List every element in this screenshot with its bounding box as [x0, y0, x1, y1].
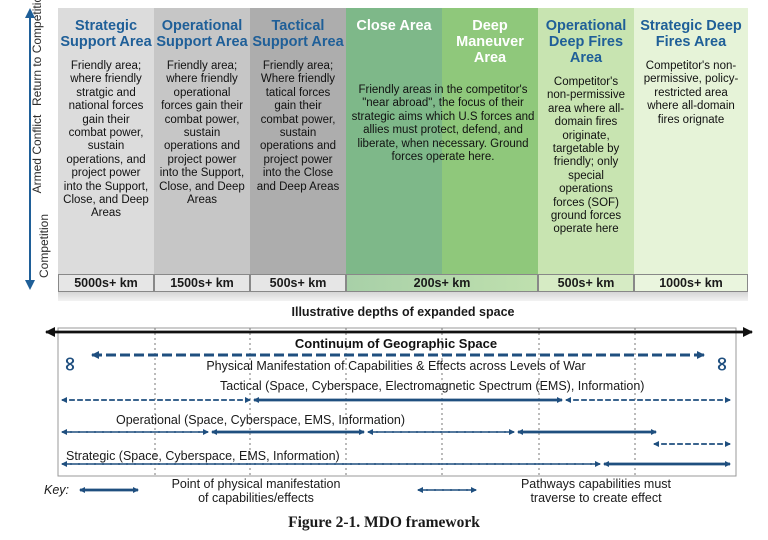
timeline-label-return: Return to Competition	[30, 0, 44, 106]
illustrative-label: Illustrative depths of expanded space	[291, 305, 515, 319]
tactical-label: Tactical (Space, Cyberspace, Electromagn…	[220, 379, 644, 393]
range-tactical-support: 500s+ km	[250, 274, 346, 292]
operational-pathway	[61, 429, 731, 447]
column-desc: Friendly area; where friendly operationa…	[159, 60, 245, 207]
column-title: Operational Deep Fires Area	[545, 18, 627, 66]
column-operational-deep-fires: Operational Deep Fires Area Competitor's…	[538, 8, 634, 274]
timeline-label-armed: Armed Conflict	[30, 114, 44, 194]
column-title: Tactical Support Area	[252, 18, 344, 50]
timeline-label-competition: Competition	[37, 213, 51, 279]
continuum-label: Continuum of Geographic Space	[295, 336, 497, 351]
area-columns: Strategic Support Area Friendly area; wh…	[58, 8, 748, 274]
column-operational-support: Operational Support Area Friendly area; …	[154, 8, 250, 274]
column-close: Close Area	[346, 8, 442, 274]
column-desc: Friendly area; Where friendly tatical fo…	[256, 60, 340, 193]
capability-pathways-diagram: Continuum of Geographic Space ∞ ∞ Physic…	[44, 327, 753, 505]
competition-timeline: Return to Competition Armed Conflict Com…	[22, 0, 52, 290]
column-strategic-deep-fires: Strategic Deep Fires Area Competitor's n…	[634, 8, 748, 274]
operational-label: Operational (Space, Cyberspace, EMS, Inf…	[116, 413, 405, 427]
column-desc: Competitor's non-permissive area where a…	[547, 76, 625, 236]
range-operational-support: 1500s+ km	[154, 274, 250, 292]
figure-caption: Figure 2-1. MDO framework	[288, 514, 480, 531]
diagram-frame	[57, 327, 737, 477]
infinity-left-icon: ∞	[59, 356, 83, 373]
timeline-arrow	[25, 8, 35, 290]
column-title: Deep Maneuver Area	[456, 18, 524, 66]
range-row: 5000s+ km 1500s+ km 500s+ km 200s+ km 50…	[58, 274, 748, 292]
column-tactical-support: Tactical Support Area Friendly area; Whe…	[250, 8, 346, 274]
column-title: Strategic Support Area	[60, 18, 152, 50]
column-deep-maneuver: Deep Maneuver Area	[442, 8, 538, 274]
physical-manifestation-label: Physical Manifestation of Capabilities &…	[206, 359, 585, 373]
strategic-label: Strategic (Space, Cyberspace, EMS, Infor…	[66, 449, 340, 463]
close-deep-desc: Friendly areas in the competitor's "near…	[351, 84, 535, 164]
range-strategic-deep-fires: 1000s+ km	[634, 274, 748, 292]
column-title: Close Area	[356, 18, 432, 34]
depth-band	[58, 292, 748, 301]
range-strategic-support: 5000s+ km	[58, 274, 154, 292]
range-close-deep: 200s+ km	[346, 274, 538, 292]
range-operational-deep-fires: 500s+ km	[538, 274, 634, 292]
key-label: Key:	[44, 483, 69, 497]
infinity-right-icon: ∞	[711, 356, 735, 373]
column-title: Operational Support Area	[156, 18, 248, 50]
column-desc: Competitor's non-permissive, policy-rest…	[643, 60, 739, 126]
column-strategic-support: Strategic Support Area Friendly area; wh…	[58, 8, 154, 274]
column-title: Strategic Deep Fires Area	[640, 18, 742, 50]
column-desc: Friendly area; where friendly stratgic a…	[63, 60, 149, 220]
